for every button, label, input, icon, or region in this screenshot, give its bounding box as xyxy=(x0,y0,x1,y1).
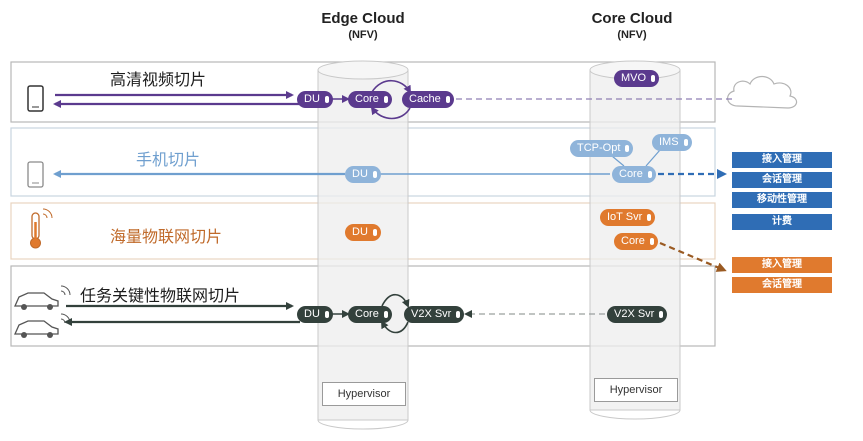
phone-icon xyxy=(27,161,44,188)
mobile-ims-node: IMS xyxy=(652,134,692,151)
video-cache-core-loop xyxy=(370,106,411,120)
iot-core-node: Core xyxy=(614,233,658,250)
slice-label-iot: 海量物联网切片 xyxy=(110,227,223,246)
slice-label-mobile: 手机切片 xyxy=(136,150,201,169)
mobile-core-tcp-link xyxy=(611,155,625,167)
mobile-core-node: Core xyxy=(612,166,656,183)
slice-label-critical: 任务关键性物联网切片 xyxy=(80,286,241,305)
core-cloud-header: Core Cloud (NFV) xyxy=(552,10,712,42)
mobile-core-ims-link xyxy=(645,149,661,167)
iot-du-node: DU xyxy=(345,224,381,241)
mobile-mgmt-access: 接入管理 xyxy=(732,152,832,168)
video-mvo-node: MVO xyxy=(614,70,660,87)
iot-svr-node: IoT Svr xyxy=(600,209,656,226)
video-core-cache-loop xyxy=(371,79,411,94)
car-icon xyxy=(13,285,71,310)
edge-cloud-title: Edge Cloud xyxy=(321,10,405,27)
iot-mgmt-access: 接入管理 xyxy=(732,257,832,273)
cloud-icon xyxy=(727,75,798,109)
edge-cloud-cylinder xyxy=(317,60,409,430)
video-core-node: Core xyxy=(348,91,392,108)
mobile-mgmt-session: 会话管理 xyxy=(732,172,832,188)
iot-core-mgmt-link xyxy=(659,241,727,272)
critical-v2x-core-loop xyxy=(381,320,409,334)
edge-cloud-header: Edge Cloud (NFV) xyxy=(283,10,443,42)
iot-mgmt-session: 会话管理 xyxy=(732,277,832,293)
video-cache-node: Cache xyxy=(402,91,454,108)
critical-du-node: DU xyxy=(297,306,333,323)
thermometer-icon xyxy=(30,208,53,249)
core-cloud-subtitle: (NFV) xyxy=(617,29,647,41)
core-hypervisor: Hypervisor xyxy=(594,378,678,402)
critical-v2x-edge-node: V2X Svr xyxy=(404,306,465,323)
critical-v2x-core-node: V2X Svr xyxy=(607,306,668,323)
video-du-node: DU xyxy=(297,91,333,108)
car-icon xyxy=(13,313,71,338)
critical-core-v2x-loop xyxy=(381,293,410,308)
core-cloud-title: Core Cloud xyxy=(591,10,673,27)
mobile-du-node: DU xyxy=(345,166,381,183)
slice-label-video: 高清视频切片 xyxy=(110,70,207,89)
phone-icon xyxy=(27,85,44,112)
edge-cloud-subtitle: (NFV) xyxy=(348,29,378,41)
critical-core-node: Core xyxy=(348,306,392,323)
mobile-tcp-opt-node: TCP-Opt xyxy=(570,140,634,157)
mobile-mgmt-mobility: 移动性管理 xyxy=(732,192,832,208)
edge-hypervisor: Hypervisor xyxy=(322,382,406,406)
mobile-mgmt-billing: 计费 xyxy=(732,214,832,230)
